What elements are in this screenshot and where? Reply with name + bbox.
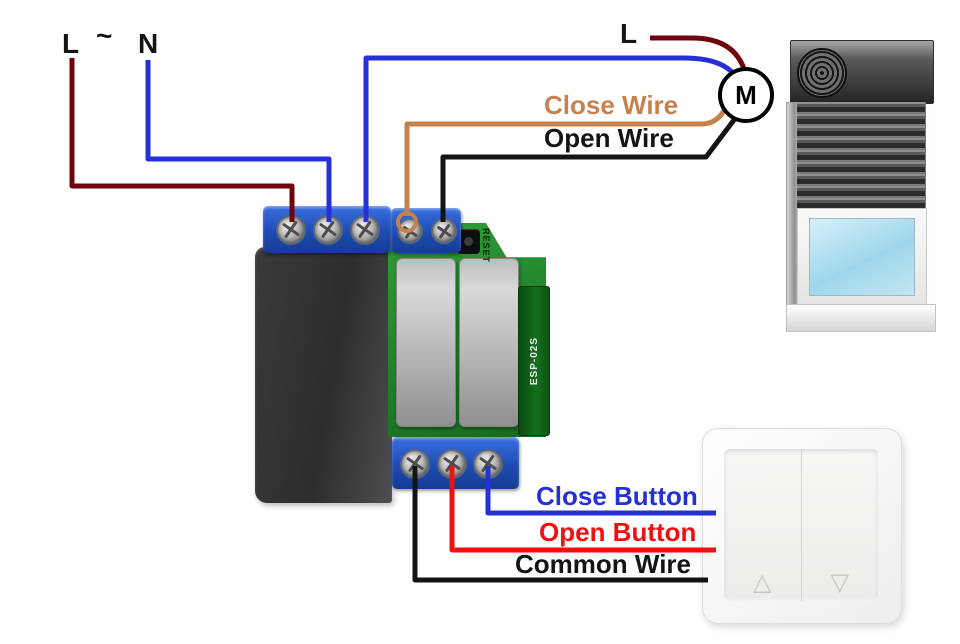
window-sill: [786, 304, 936, 332]
terminal-screw-open-wire: [431, 218, 457, 244]
close-wire-label: Close Wire: [544, 90, 679, 120]
chip-label: ESP-02S: [528, 336, 540, 386]
shutter-slats: [797, 102, 926, 208]
terminal-screw-close-button: [473, 449, 503, 479]
relay-housing: [255, 247, 392, 503]
shutter-coil-icon: [797, 48, 847, 98]
switch-button-open: △: [724, 449, 802, 601]
close-button-label: Close Button: [536, 481, 698, 511]
window-frame: [797, 208, 927, 306]
terminal-block-switch: [392, 437, 519, 489]
terminal-screw-neutral: [313, 215, 343, 245]
neutral-input-wire: [145, 60, 332, 222]
switch-rocker: △ ▽: [724, 449, 878, 601]
motor-letter: M: [735, 79, 757, 110]
relay-1: [396, 258, 456, 427]
open-wire-label: Open Wire: [544, 123, 674, 153]
terminal-block-power: [263, 206, 391, 253]
motor-symbol: M: [718, 67, 774, 123]
relay-2: [459, 258, 519, 427]
open-button-label: Open Button: [539, 517, 697, 547]
shutter-box: [790, 40, 934, 104]
terminal-screw-common: [400, 449, 430, 479]
up-triangle-icon: △: [753, 569, 772, 596]
phase-symbol: ~: [96, 20, 113, 51]
neutral-label: N: [138, 28, 159, 59]
wall-switch: △ ▽: [702, 428, 902, 624]
roller-shutter-window: [786, 40, 936, 332]
window-glass: [809, 218, 915, 296]
common-wire-label: Common Wire: [515, 549, 691, 579]
live-label: L: [62, 28, 80, 59]
down-triangle-icon: ▽: [830, 569, 849, 596]
motor-live-wire: [650, 35, 748, 73]
motor-live-label: L: [620, 18, 638, 49]
esp-module: ESP-02S: [518, 286, 550, 436]
terminal-block-motor: [391, 208, 461, 253]
reset-button: [457, 229, 480, 254]
terminal-screw-open-button: [437, 449, 467, 479]
switch-button-close: ▽: [802, 449, 879, 601]
terminal-screw-close-wire: [397, 218, 423, 244]
reset-label: RESET: [481, 228, 491, 264]
terminal-screw-live: [276, 215, 306, 245]
live-input-wire: [69, 58, 295, 222]
terminal-screw-motor-neutral: [350, 215, 380, 245]
